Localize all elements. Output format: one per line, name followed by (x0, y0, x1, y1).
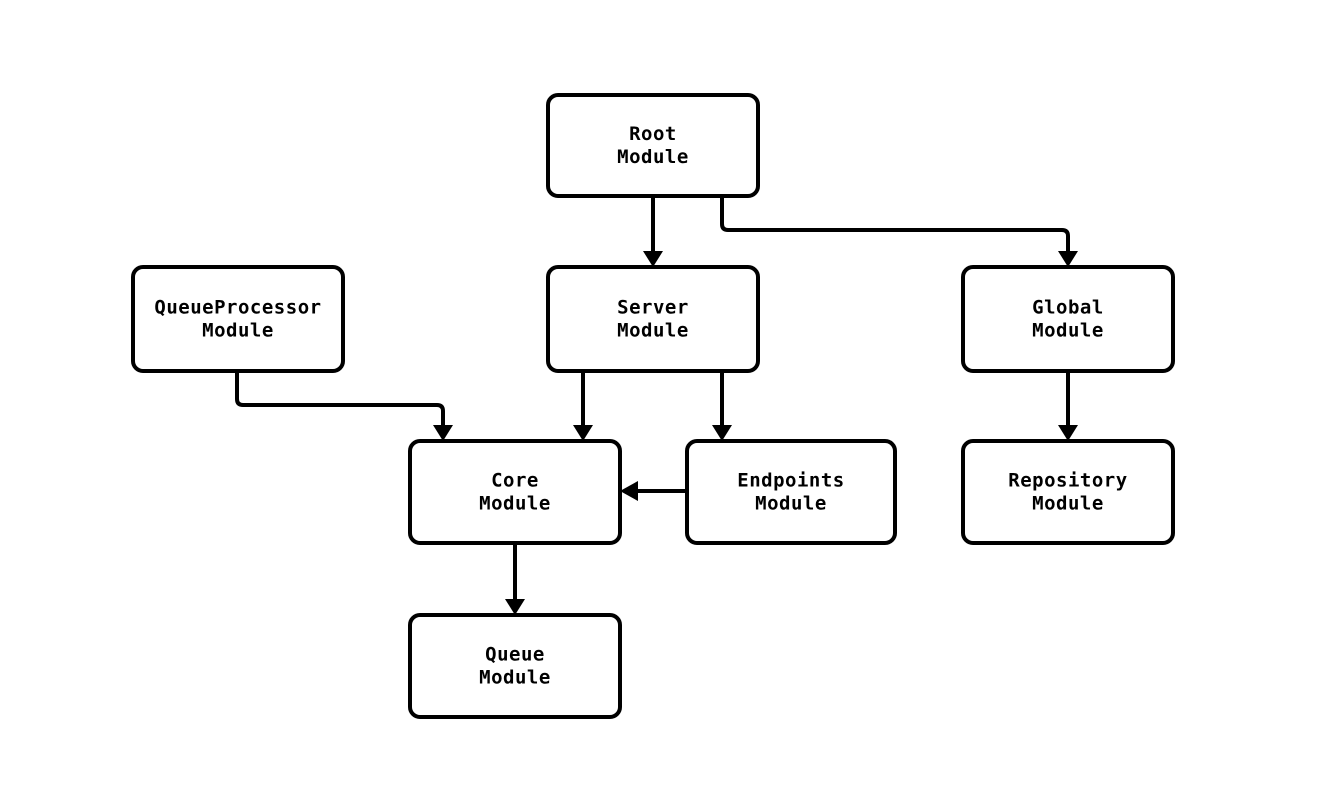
node-label-line1: Core (491, 470, 539, 492)
edge-line (235, 371, 445, 425)
edge-server-to-endpoints (712, 371, 732, 441)
arrowhead-down-icon (433, 425, 453, 441)
node-label-line1: QueueProcessor (154, 297, 321, 319)
node-label-line2: Module (202, 320, 274, 342)
nodes-layer: RootModuleQueueProcessorModuleServerModu… (131, 93, 1175, 719)
node-label-line1: Server (617, 297, 689, 319)
arrowhead-down-icon (573, 425, 593, 441)
edge-endpoints-to-core (620, 481, 687, 501)
node-box[interactable] (546, 93, 760, 198)
node-box[interactable] (131, 265, 345, 373)
arrowhead-down-icon (643, 251, 663, 267)
node-label-line1: Global (1032, 297, 1104, 319)
node-box[interactable] (961, 265, 1175, 373)
arrowhead-down-icon (712, 425, 732, 441)
node-label-line1: Endpoints (737, 470, 844, 492)
node-label-line2: Module (617, 146, 689, 168)
node-label-line2: Module (755, 493, 827, 515)
node-box[interactable] (408, 613, 622, 719)
edge-line (720, 196, 1070, 251)
arrowhead-down-icon (505, 599, 525, 615)
arrowhead-down-icon (1058, 425, 1078, 441)
edge-queueprocessor-to-core (235, 371, 453, 441)
node-label-line1: Queue (485, 644, 545, 666)
node-label-line2: Module (479, 667, 551, 689)
node-label-line2: Module (617, 320, 689, 342)
node-box[interactable] (408, 439, 622, 545)
node-box[interactable] (685, 439, 897, 545)
node-box[interactable] (546, 265, 760, 373)
node-label-line1: Root (629, 123, 677, 145)
edge-server-to-core (573, 371, 593, 441)
edges-layer (235, 196, 1078, 615)
edge-root-to-server (643, 196, 663, 267)
node-label-line2: Module (1032, 320, 1104, 342)
arrowhead-left-icon (620, 481, 638, 501)
node-box[interactable] (961, 439, 1175, 545)
edge-global-to-repository (1058, 371, 1078, 441)
edge-root-to-global (720, 196, 1078, 267)
node-label-line1: Repository (1008, 470, 1127, 492)
node-label-line2: Module (479, 493, 551, 515)
edge-core-to-queue (505, 543, 525, 615)
node-label-line2: Module (1032, 493, 1104, 515)
arrowhead-down-icon (1058, 251, 1078, 267)
